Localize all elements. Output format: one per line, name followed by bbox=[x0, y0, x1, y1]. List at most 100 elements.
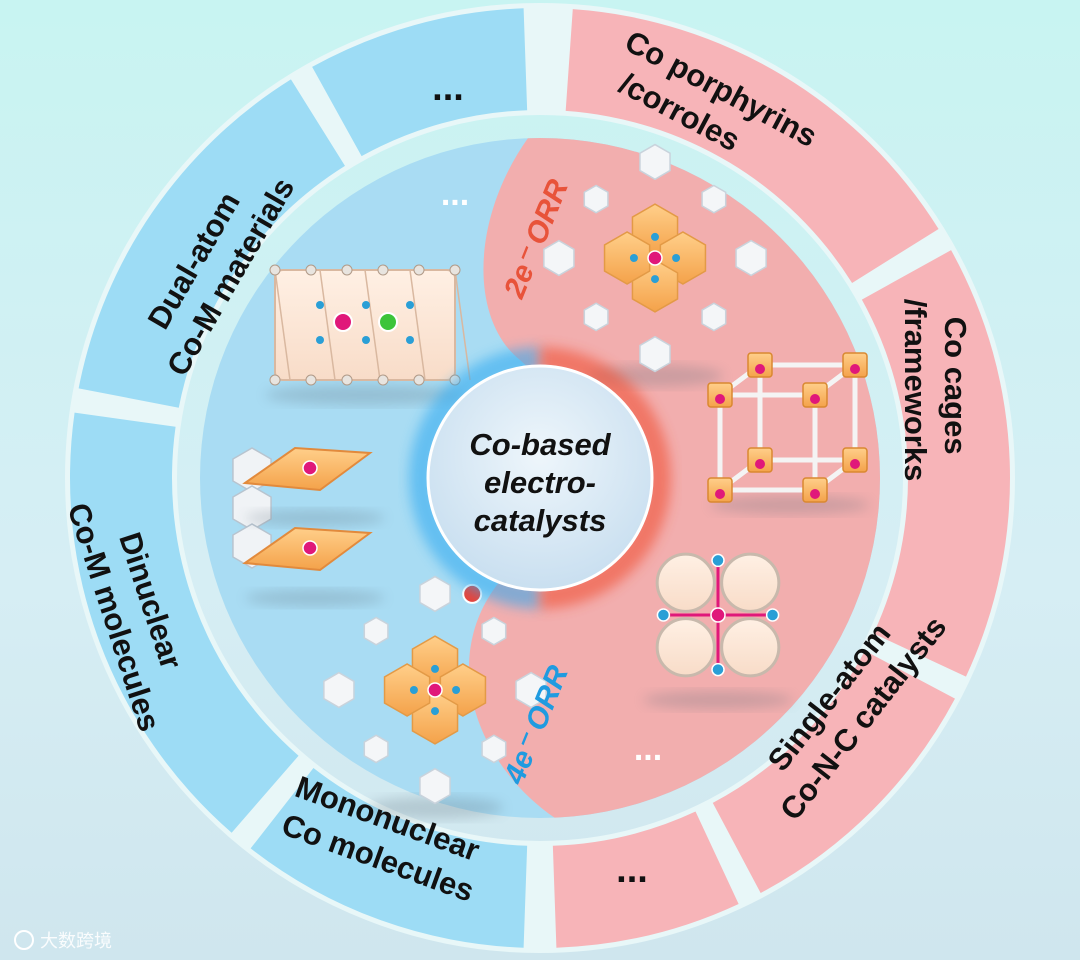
porphyrin-2e-nitrogen-1 bbox=[672, 254, 681, 262]
dinuclear-cobalt-1 bbox=[302, 540, 318, 556]
porphyrin-2e-meso-2 bbox=[701, 302, 727, 332]
single-atom-nitrogen-0 bbox=[711, 553, 725, 568]
porphyrin-4e-meso-1 bbox=[481, 616, 507, 646]
cage-cobalt-2 bbox=[810, 489, 820, 499]
cage-cobalt-4 bbox=[755, 364, 765, 374]
dual-atom-nitrogen-4 bbox=[406, 301, 414, 309]
graphene-atom-8 bbox=[341, 374, 353, 386]
cage-cobalt-0 bbox=[715, 394, 725, 404]
single-atom-nitrogen-2 bbox=[711, 662, 725, 677]
single-atom-ring-1 bbox=[720, 552, 781, 613]
ring-segment-cages bbox=[861, 250, 1010, 677]
center-line-3: catalysts bbox=[474, 503, 607, 538]
cages-line-1: Co cages bbox=[938, 317, 973, 455]
graphene-bond-3 bbox=[409, 269, 426, 381]
porphyrin-2e-nitrogen-2 bbox=[651, 275, 659, 284]
inner-ellipsis-top: ... bbox=[441, 175, 469, 213]
porphyrin-4e-meso-2 bbox=[481, 734, 507, 764]
watermark-logo-icon bbox=[14, 930, 34, 950]
graphene-bond-4 bbox=[454, 269, 471, 381]
graphene-atom-1 bbox=[305, 264, 317, 276]
porphyrin-4e-nitrogen-0 bbox=[431, 664, 439, 673]
porphyrin-4e-meso-0 bbox=[363, 616, 389, 646]
porphyrin-2e-substituent-2 bbox=[639, 335, 671, 373]
porphyrin-4e-substituent-1 bbox=[515, 671, 547, 709]
single-atom-ring-2 bbox=[720, 617, 781, 678]
right-more-label: ... bbox=[616, 849, 648, 891]
porphyrin-2e-meso-1 bbox=[701, 184, 727, 214]
cage-shadow bbox=[710, 496, 870, 514]
porphyrin-4e-substituent-2 bbox=[419, 767, 451, 805]
porphyrin-2e-substituent-3 bbox=[543, 239, 575, 277]
graphene-bond-1 bbox=[319, 269, 336, 381]
porphyrin-4e-substituent-0 bbox=[419, 575, 451, 613]
porphyrin-2e-meso-0 bbox=[583, 184, 609, 214]
single-atom-ring-0 bbox=[655, 552, 716, 613]
porphyrin-2e-nitrogen-0 bbox=[651, 232, 659, 241]
ring-segment-left-more bbox=[312, 8, 528, 157]
porphyrin-4e-nitrogen-1 bbox=[452, 686, 461, 694]
graphene-sheet-shadow bbox=[265, 385, 465, 405]
cage-cobalt-5 bbox=[850, 364, 860, 374]
inner-ellipsis-bottom: ... bbox=[634, 730, 662, 768]
cage-cobalt-3 bbox=[715, 489, 725, 499]
porphyrin-2e-pyrrole-3 bbox=[603, 231, 651, 285]
dual-atom-nitrogen-0 bbox=[316, 301, 324, 309]
single-atom-nitrogen-1 bbox=[765, 608, 780, 622]
porphyrin-4e-shadow bbox=[366, 796, 504, 819]
left-more-label: ... bbox=[432, 67, 464, 109]
graphene-atom-6 bbox=[269, 374, 281, 386]
dual-atom-nitrogen-3 bbox=[362, 336, 370, 344]
center-hub: Co-based electro- catalysts bbox=[409, 347, 671, 609]
dual-atom-nitrogen-1 bbox=[362, 301, 370, 309]
cage-cobalt-7 bbox=[755, 459, 765, 469]
watermark: 大数跨境 bbox=[14, 930, 112, 952]
single-atom-shadow bbox=[643, 691, 793, 709]
graphene-sheet bbox=[274, 269, 456, 381]
porphyrin-2e-meso-3 bbox=[583, 302, 609, 332]
single-atom-ring-3 bbox=[655, 617, 716, 678]
dual-atom-metal bbox=[378, 312, 398, 332]
dual-atom-nitrogen-5 bbox=[406, 336, 414, 344]
graphene-atom-10 bbox=[413, 374, 425, 386]
graphene-atom-7 bbox=[305, 374, 317, 386]
center-line-1: Co-based bbox=[469, 427, 611, 462]
ring-segment-porphyrins bbox=[565, 9, 939, 283]
porphyrin-4e-meso-3 bbox=[363, 734, 389, 764]
graphene-atom-4 bbox=[413, 264, 425, 276]
porphyrin-2e-substituent-0 bbox=[639, 143, 671, 181]
center-line-2: electro- bbox=[484, 465, 596, 500]
ring-segment-dinuclear bbox=[69, 412, 299, 833]
porphyrin-4e-substituent-3 bbox=[323, 671, 355, 709]
cage-cobalt-1 bbox=[810, 394, 820, 404]
porphyrin-4e-nitrogen-3 bbox=[409, 686, 418, 694]
graphene-bond-2 bbox=[364, 269, 381, 381]
single-atom-cobalt bbox=[710, 607, 726, 623]
cages-line-2: /frameworks bbox=[898, 299, 933, 482]
dual-atom-nitrogen-2 bbox=[316, 336, 324, 344]
porphyrin-2e-nitrogen-3 bbox=[629, 254, 638, 262]
graphene-atom-2 bbox=[341, 264, 353, 276]
porphyrin-2e-cobalt bbox=[647, 250, 663, 266]
porphyrin-2e-substituent-1 bbox=[735, 239, 767, 277]
ring-segment-mononuclear bbox=[250, 767, 528, 948]
cage-cobalt-6 bbox=[850, 459, 860, 469]
dinuclear-plate-shadow-1 bbox=[245, 590, 385, 606]
graphene-atom-9 bbox=[377, 374, 389, 386]
porphyrin-4e-pyrrole-3 bbox=[383, 663, 431, 717]
porphyrin-4e-cobalt bbox=[427, 682, 443, 698]
dinuclear-plate-shadow-0 bbox=[245, 510, 385, 526]
ring-segment-single-atom bbox=[712, 650, 955, 893]
dual-atom-cobalt bbox=[333, 312, 353, 332]
watermark-text: 大数跨境 bbox=[40, 931, 112, 952]
graphene-atom-3 bbox=[377, 264, 389, 276]
ring-segment-right-more bbox=[552, 811, 739, 948]
graphene-bond-0 bbox=[274, 269, 291, 381]
svg-text:Co cages /frameworks: Co cages /frameworks bbox=[898, 299, 973, 482]
ring-segment-dual-atom bbox=[78, 79, 345, 408]
porphyrin-4e-nitrogen-2 bbox=[431, 707, 439, 716]
dinuclear-cobalt-0 bbox=[302, 460, 318, 476]
single-atom-nitrogen-3 bbox=[656, 608, 671, 622]
graphene-atom-5 bbox=[449, 264, 461, 276]
